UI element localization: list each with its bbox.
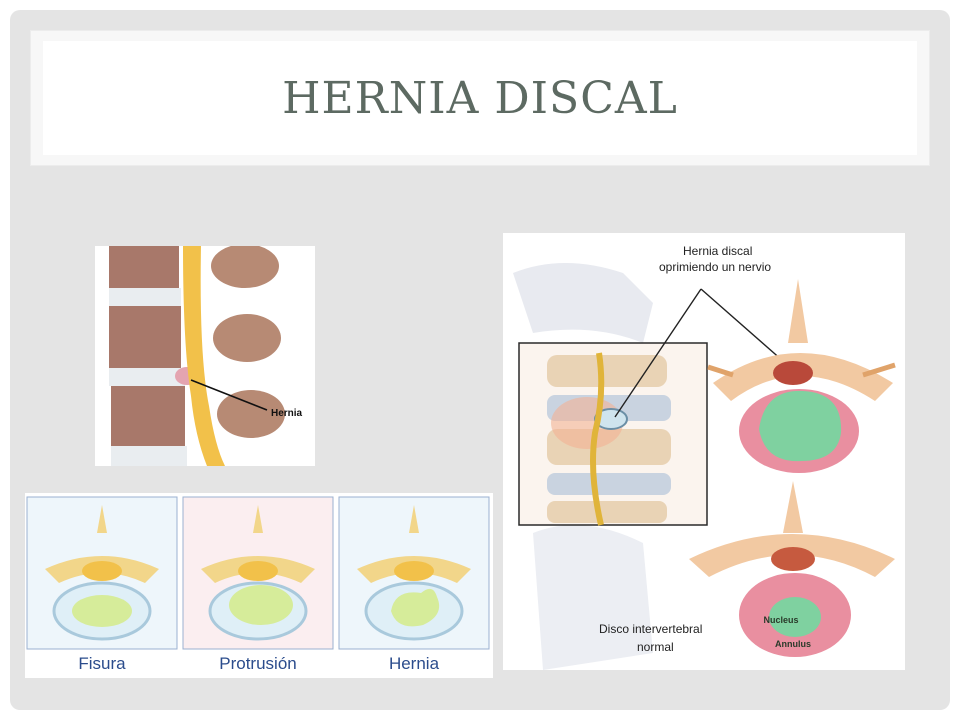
protrusion-panel: Protrusión <box>182 496 334 673</box>
spinal-cord <box>183 246 225 466</box>
disc <box>547 473 671 495</box>
disc-nucleus-herniated <box>759 390 842 462</box>
disc-types-figure: Fisura Protrusión Hernia <box>25 493 493 678</box>
intervertebral-disc <box>109 368 185 386</box>
normal-caption-line-2: normal <box>637 640 674 654</box>
callout-line-2: oprimiendo un nervio <box>659 260 771 274</box>
vertebra-body <box>111 386 185 446</box>
title-inner: HERNIA DISCAL <box>43 41 917 155</box>
vertebra <box>547 355 667 387</box>
annulus-label: Annulus <box>775 639 811 649</box>
protrusion-label: Protrusión <box>219 654 296 673</box>
nerve-compression-illustration: Hernia discal oprimiendo un nervio Nucle… <box>503 233 905 670</box>
callout-pointer <box>700 288 784 362</box>
spinous-process <box>217 390 285 438</box>
callout-line-1: Hernia discal <box>683 244 752 258</box>
title-bar: HERNIA DISCAL <box>30 30 930 166</box>
callout-pointer <box>614 288 702 418</box>
intervertebral-disc <box>111 446 187 466</box>
fisura-label: Fisura <box>78 654 126 673</box>
disc-nucleus <box>229 585 293 625</box>
nerve-compression-figure: Hernia discal oprimiendo un nervio Nucle… <box>503 233 905 670</box>
spine-section-illustration: Hernia <box>95 246 315 466</box>
hernia-label: Hernia <box>271 408 303 419</box>
axial-vertebra-herniated <box>707 279 896 473</box>
vertebra <box>547 501 667 523</box>
fisura-panel: Fisura <box>26 496 178 673</box>
spinal-cord <box>394 561 434 581</box>
spinal-cord <box>773 361 813 385</box>
spine-section-figure: Hernia <box>95 246 315 466</box>
vertebra-body <box>109 306 181 368</box>
slide-title: HERNIA DISCAL <box>282 72 678 124</box>
disc-nucleus <box>769 597 821 637</box>
spinal-cord <box>82 561 122 581</box>
hernia-pointer <box>190 379 268 411</box>
spinous-process <box>211 246 279 288</box>
spinal-cord <box>771 547 815 571</box>
hernia-panel: Hernia <box>338 496 490 673</box>
disc-types-illustration: Fisura Protrusión Hernia <box>26 496 490 673</box>
spinal-cord <box>238 561 278 581</box>
normal-caption-line-1: Disco intervertebral <box>599 622 702 636</box>
disc-nucleus <box>391 588 440 627</box>
nerve-root <box>590 352 605 526</box>
vertebra-body <box>109 246 179 288</box>
spinous-process <box>213 314 281 362</box>
hernia-type-label: Hernia <box>389 654 440 673</box>
intervertebral-disc <box>109 288 181 306</box>
nucleus-label: Nucleus <box>763 615 798 625</box>
nerve <box>707 362 896 378</box>
axial-vertebra-normal: Nucleus Annulus <box>689 481 895 657</box>
disc-nucleus <box>72 595 132 627</box>
